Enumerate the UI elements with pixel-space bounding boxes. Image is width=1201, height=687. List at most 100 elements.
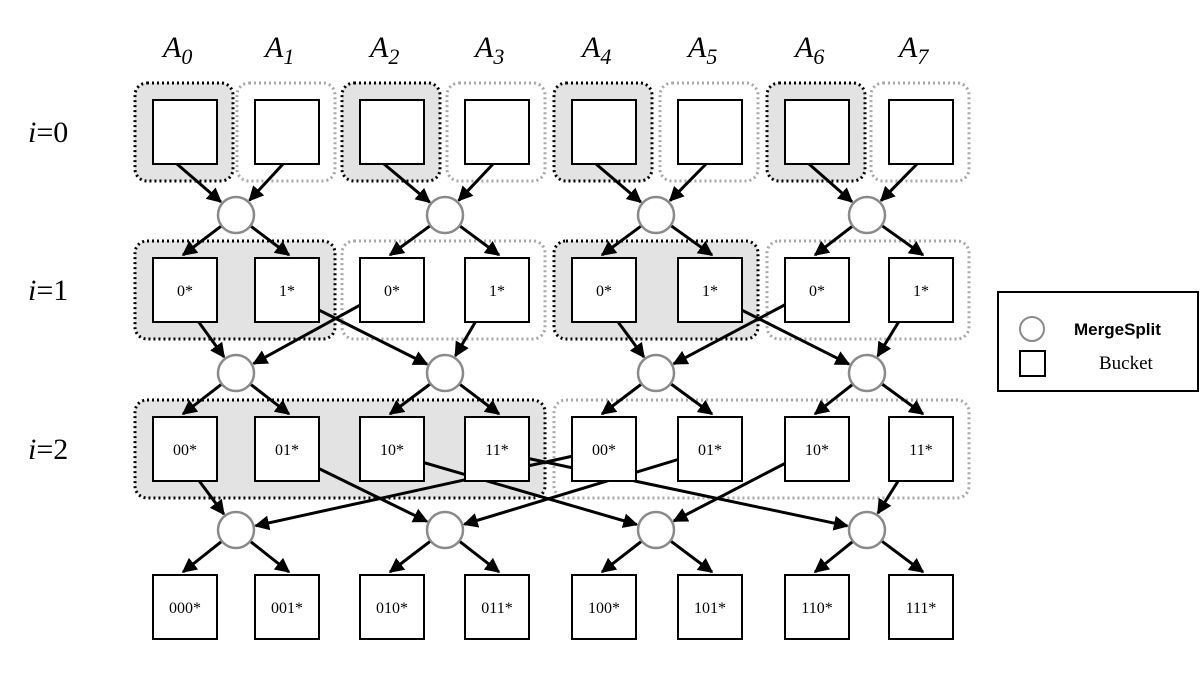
input-arrow [492,449,849,531]
row-label: i=0 [28,116,68,149]
bucket [359,574,425,640]
bucket [571,99,637,165]
inactive-group-outline [340,239,547,341]
bucket-label: 00* [173,442,197,459]
bucket-label: 01* [698,442,722,459]
input-arrow [879,162,919,202]
bucket-label: 101* [694,600,726,617]
bucket [152,416,218,482]
bucket [464,99,530,165]
column-header-subscript: 5 [706,44,717,69]
inactive-group-outline [552,398,971,500]
output-arrow [388,539,432,574]
bucket-label: 000* [169,600,201,617]
output-arrow [600,382,643,416]
input-arrow [808,162,854,203]
inactive-group-outline [445,81,547,183]
bucket [571,257,637,323]
bucket-label: 0* [596,283,612,300]
bucket-label: 11* [485,442,508,459]
output-arrow [388,224,432,257]
input-arrow [595,162,642,204]
mergesplit-node [425,510,465,550]
output-arrow [600,224,643,257]
output-arrow [669,539,714,574]
bucket-label: 110* [801,600,832,617]
row-label-var: i [28,274,36,307]
bucket [784,99,850,165]
input-arrow [462,449,707,528]
bucket-label: 0* [384,283,400,300]
row-label: i=1 [28,274,68,307]
column-header: A3 [473,31,504,69]
legend: MergeSplit Bucket [997,291,1199,392]
input-arrow [254,449,597,531]
bucket [888,416,954,482]
bucket-label: 10* [805,442,829,459]
bucket-label: 011* [481,600,512,617]
output-arrow [458,539,501,574]
output-arrow [458,382,501,416]
mergesplit-node [847,353,887,393]
output-arrow [249,540,291,574]
column-header-base: A [263,31,284,64]
bucket [784,574,850,640]
bucket [464,416,530,482]
bucket [464,574,530,640]
column-header: A1 [263,31,294,69]
bucket [677,574,743,640]
column-header-subscript: 6 [813,44,824,69]
bucket-label: 1* [913,283,929,300]
bucket [152,257,218,323]
column-header-subscript: 7 [917,44,929,69]
legend-row-mergesplit: MergeSplit [999,311,1197,345]
output-arrow [813,382,854,416]
bucket [254,99,320,165]
input-arrow [383,449,639,528]
bucket [152,99,218,165]
mergesplit-circle-icon [1019,316,1045,342]
output-arrow [458,224,501,257]
legend-mergesplit-label: MergeSplit [1074,320,1161,339]
legend-row-bucket: Bucket [999,347,1197,381]
bucket-label: 0* [809,283,825,300]
column-header: A0 [161,31,192,69]
output-arrow [813,540,854,574]
legend-bucket-label: Bucket [1099,353,1153,374]
column-header-subscript: 4 [600,44,611,69]
column-header-subscript: 3 [492,44,504,69]
column-header-base: A [473,31,494,64]
bucket [784,257,850,323]
bucket [254,574,320,640]
column-header-base: A [897,31,918,64]
output-arrow [181,382,223,416]
column-header-base: A [793,31,814,64]
bucket [677,416,743,482]
bucket [571,416,637,482]
bucket-label: 00* [592,442,616,459]
mergesplit-node [636,195,676,235]
bucket-label: 111* [906,600,937,617]
mergesplit-node [216,353,256,393]
mergesplit-node [636,510,676,550]
bucket [359,257,425,323]
output-arrow [813,224,854,257]
row-label-var: i [28,433,36,466]
mergesplit-node [847,195,887,235]
bucket-label: 1* [489,283,505,300]
bucket-label: 100* [588,600,620,617]
input-arrow [176,162,223,204]
output-arrow [600,539,643,574]
column-header-base: A [686,31,707,64]
active-group-outline [133,398,547,500]
output-arrow [181,224,223,257]
bucket [359,99,425,165]
column-header-subscript: 0 [181,44,192,69]
bucket-label: 01* [275,442,299,459]
bucket [571,574,637,640]
bucket [359,416,425,482]
input-arrow [383,162,431,204]
row-label-var: i [28,116,36,149]
bucket [888,99,954,165]
